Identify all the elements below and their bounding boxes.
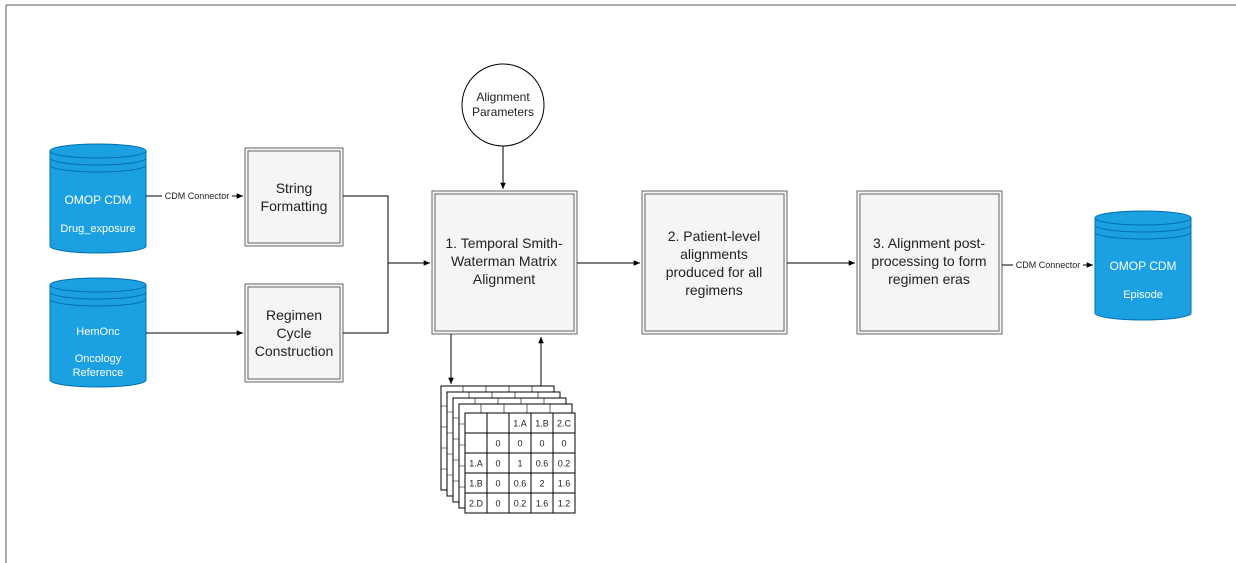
matrix-cell-value: 0.2 — [558, 459, 571, 469]
matrix-cell-value: 1.B — [469, 479, 483, 489]
box-label-line1: Regimen — [266, 307, 322, 323]
matrix-cell-value: 0 — [495, 439, 500, 449]
parameters-label-line2: Parameters — [472, 105, 534, 119]
matrix-cell-value: 1.6 — [558, 479, 571, 489]
database-label-line1: OMOP CDM — [1109, 259, 1176, 273]
matrix-cell-value: 1.2 — [558, 499, 571, 509]
database-label-line2: Oncology — [75, 353, 122, 365]
box-label-line2: Formatting — [261, 198, 328, 214]
edge-label-connector-in: CDM Connector — [162, 190, 232, 202]
edge-string-formatting-to-merge — [343, 195, 389, 263]
matrix-cell — [552, 492, 576, 514]
matrix-cell-value: 0 — [495, 459, 500, 469]
step1-smith-waterman-box: 1. Temporal Smith- Waterman Matrix Align… — [431, 190, 578, 335]
front-matrix-cells: 1.A 1.B 2.C 0 0 0 0 1.A 0 1 0.6 0.2 1.B 0 0.6 2 1.6 2.D 0 0… — [464, 412, 576, 514]
database-hemonc: HemOnc Oncology Reference — [49, 277, 147, 388]
matrix-cell-value: 1.6 — [536, 499, 549, 509]
matrix-cell-value: 2.C — [557, 419, 572, 429]
matrix-cell-value: 0 — [517, 439, 522, 449]
database-omop-drug-exposure: OMOP CDM Drug_exposure — [49, 143, 147, 254]
matrix-cell-value: 1.B — [535, 419, 549, 429]
matrix-cell-value: 1.A — [469, 459, 483, 469]
step2-patient-level-alignments-box: 2. Patient-level alignments produced for… — [641, 190, 788, 335]
box-label-line4: regimens — [685, 282, 743, 298]
matrix-cell-value: 0.2 — [514, 499, 527, 509]
alignment-matrix-stack: 1.A 1.B 2.C 0 0 0 0 1.A 0 1 0.6 0.2 1.B 0 0.6 2 1.6 2.D 0 0… — [440, 385, 576, 514]
box-label-line3: regimen eras — [888, 271, 970, 287]
edge-regimen-cycle-to-merge — [343, 263, 389, 334]
step3-alignment-post-processing-box: 3. Alignment post- processing to form re… — [856, 190, 1003, 335]
matrix-cell-value: 0 — [495, 479, 500, 489]
box-label-line1: 1. Temporal Smith- — [445, 235, 563, 251]
box-label-line1: 3. Alignment post- — [873, 235, 985, 251]
matrix-cell-value: 1 — [517, 459, 522, 469]
box-label-line2: alignments — [680, 246, 748, 262]
parameters-label-line1: Alignment — [476, 90, 530, 104]
database-label-line1: OMOP CDM — [64, 193, 131, 207]
matrix-cell-value: 0 — [539, 439, 544, 449]
edge-label-connector-out: CDM Connector — [1013, 259, 1083, 271]
box-label-line1: 2. Patient-level — [668, 228, 761, 244]
matrix-cell-value: 1.A — [513, 419, 527, 429]
matrix-cell-value: 0.6 — [514, 479, 527, 489]
connector-label: CDM Connector — [1016, 260, 1081, 270]
matrix-cell-value: 0.6 — [536, 459, 549, 469]
matrix-cell-value: 0 — [495, 499, 500, 509]
regimen-cycle-construction-box: Regimen Cycle Construction — [244, 283, 344, 383]
box-label-line2: Waterman Matrix — [451, 253, 557, 269]
matrix-cell-value: 2 — [539, 479, 544, 489]
matrix-cell — [464, 432, 488, 454]
database-omop-episode: OMOP CDM Episode — [1094, 210, 1192, 321]
string-formatting-box: String Formatting — [244, 147, 344, 247]
box-label-line3: Construction — [255, 343, 334, 359]
matrix-cell-value: 0 — [561, 439, 566, 449]
database-label-line2: Episode — [1123, 289, 1163, 301]
database-label-line3: Reference — [73, 367, 124, 379]
connector-label: CDM Connector — [165, 191, 230, 201]
box-label-line2: Cycle — [276, 325, 311, 341]
box-label-line3: produced for all — [666, 264, 763, 280]
matrix-cell — [464, 412, 488, 434]
box-label-line2: processing to form — [871, 253, 986, 269]
matrix-cell — [486, 412, 510, 434]
box-label-line3: Alignment — [473, 271, 535, 287]
alignment-parameters-node: Alignment Parameters — [461, 63, 545, 147]
database-label-line1: HemOnc — [76, 326, 120, 338]
box-label-line1: String — [276, 180, 313, 196]
database-label-line2: Drug_exposure — [60, 223, 135, 235]
matrix-cell-value: 2.D — [469, 499, 484, 509]
